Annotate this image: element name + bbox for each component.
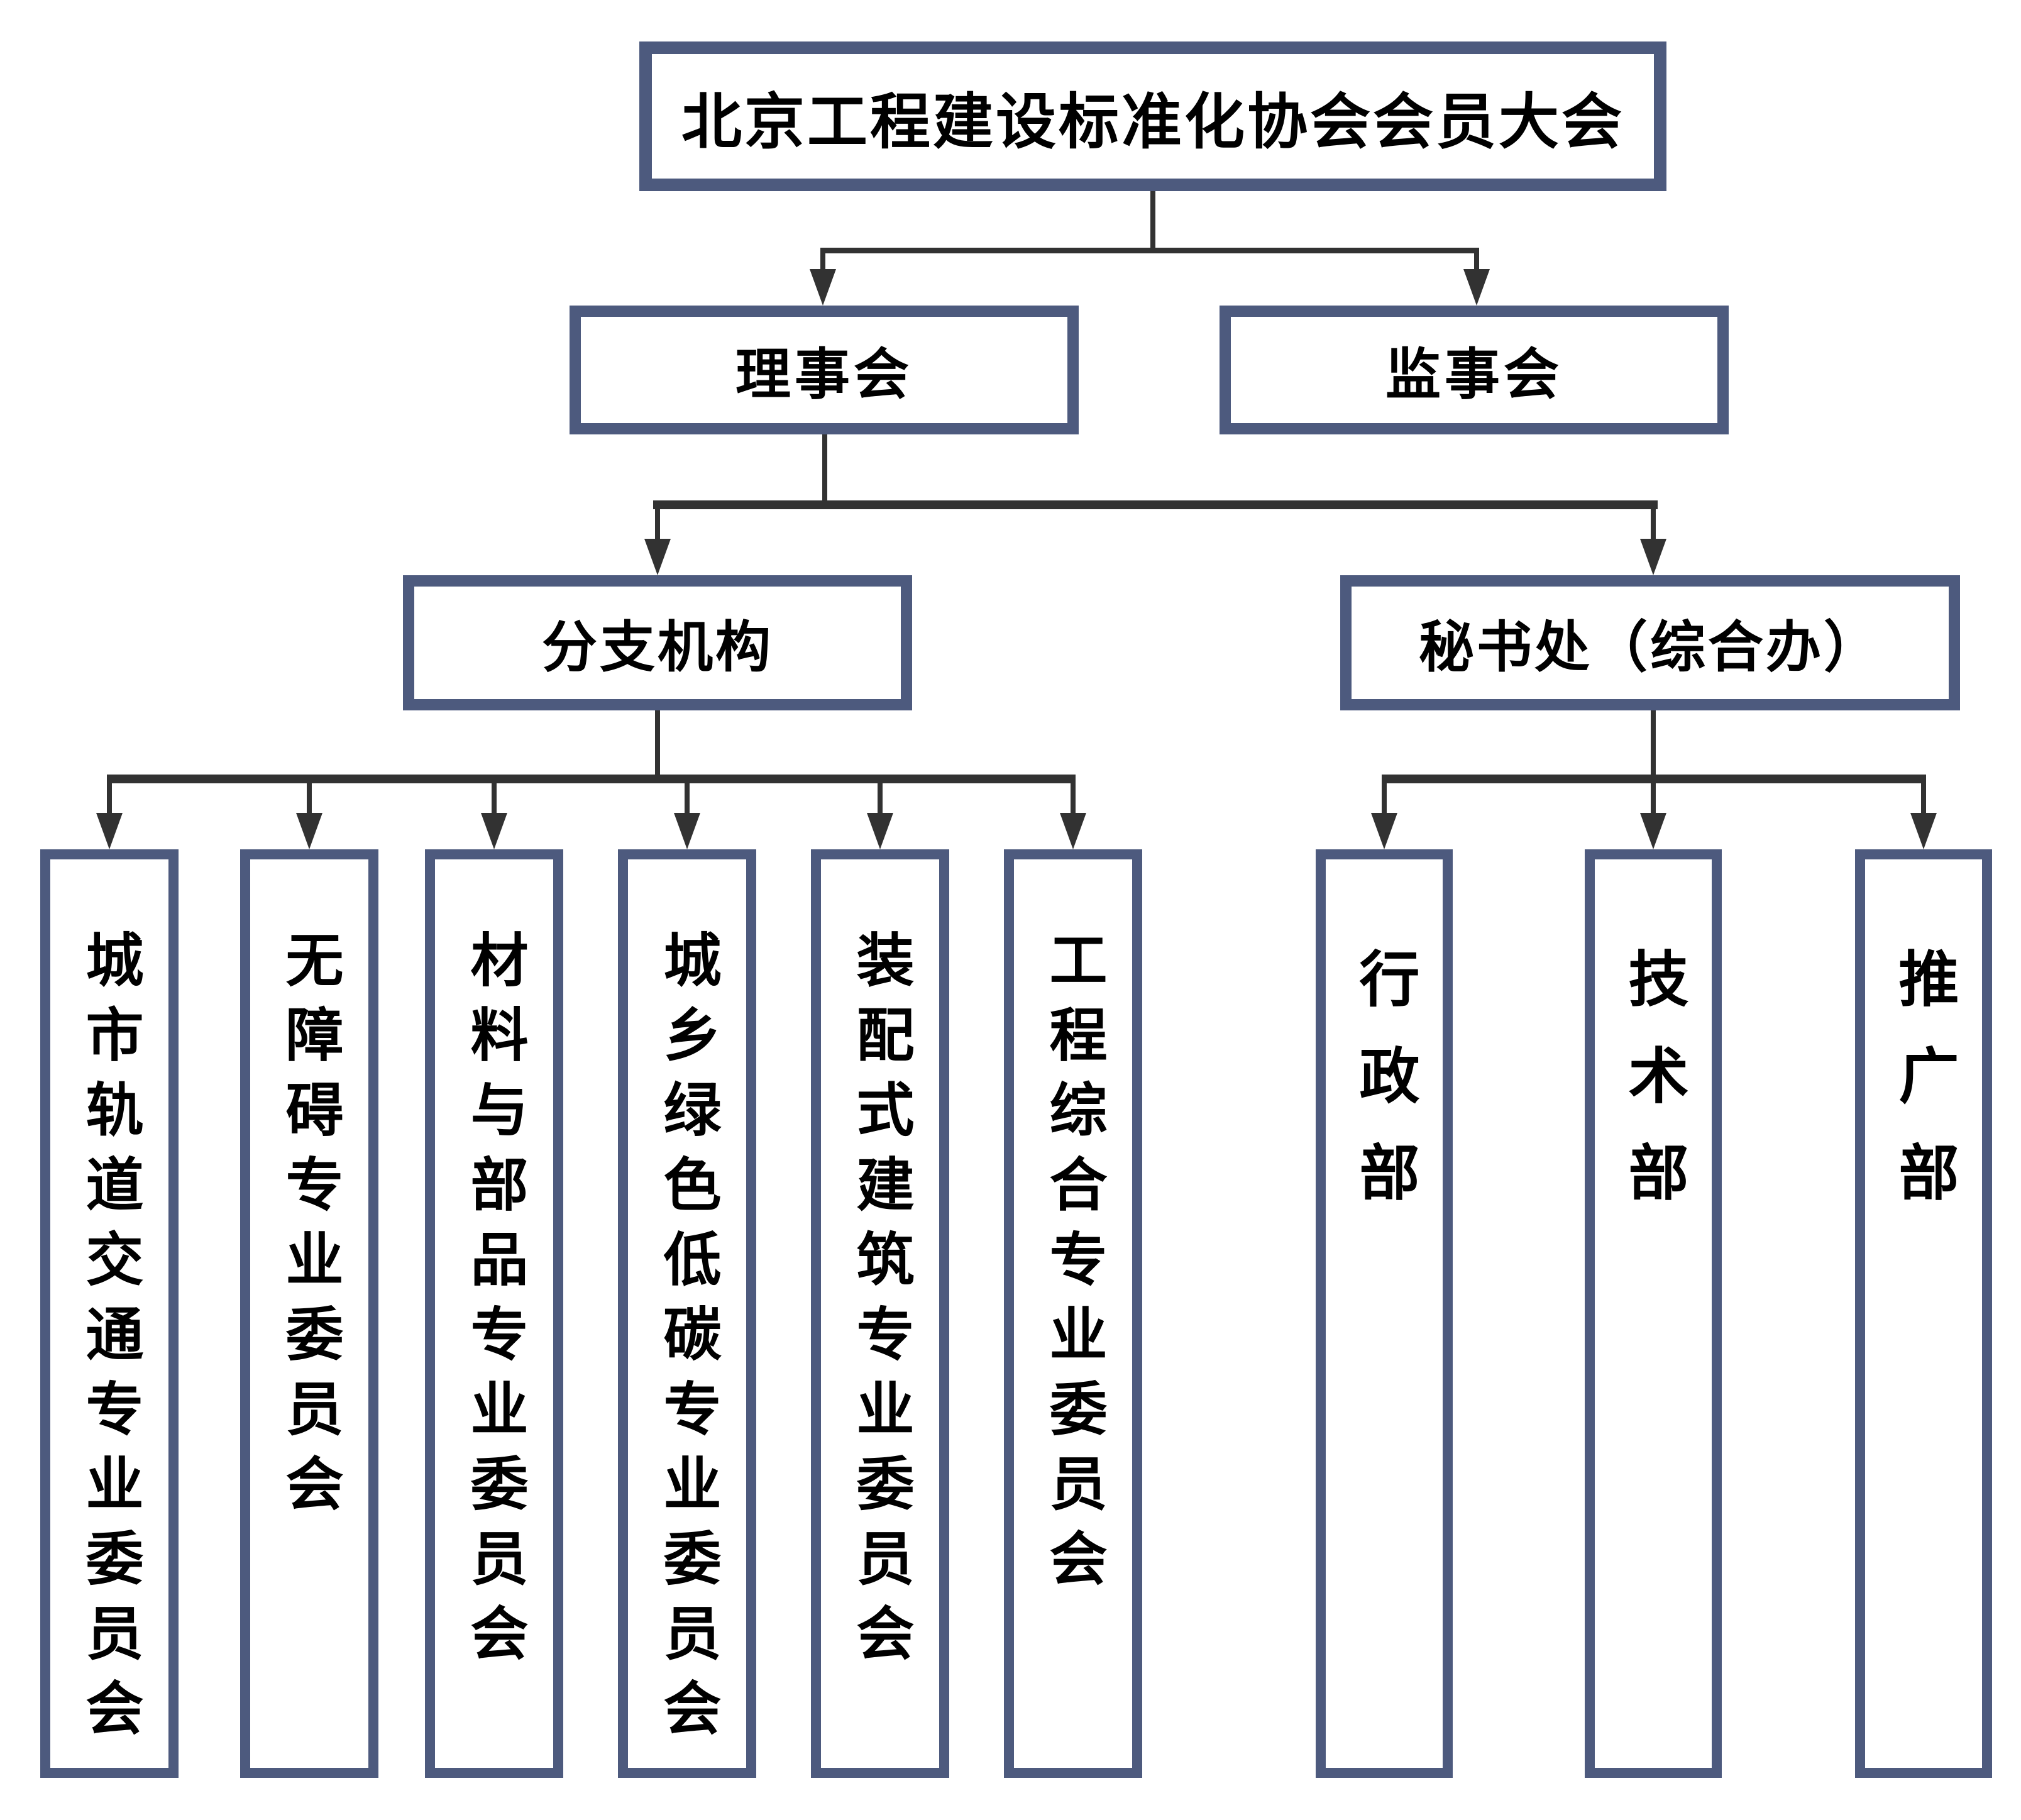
connector-committee-drop [878, 783, 883, 815]
node-secretariat: 秘书处（综合办） [1340, 575, 1960, 710]
arrowhead-down-icon [481, 813, 507, 849]
node-supervisory-board: 监事会 [1220, 306, 1729, 434]
connector-council-riser [822, 434, 827, 500]
node-committee-green-lowcarbon: 城乡绿色低碳专业委员会 [618, 849, 756, 1778]
node-label: 技术部 [1618, 947, 1688, 1238]
connector-assembly-riser [1150, 191, 1155, 249]
arrowhead-down-icon [1640, 813, 1666, 849]
arrowhead-down-icon [1060, 813, 1086, 849]
arrowhead-down-icon [1910, 813, 1937, 849]
arrowhead-down-icon [96, 813, 123, 849]
node-label: 无障碍专业委员会 [276, 930, 343, 1528]
node-label: 材料与部品专业委员会 [461, 930, 528, 1678]
connector-department-drop [1651, 783, 1656, 815]
arrowhead-down-icon [1463, 269, 1490, 306]
node-label: 分支机构 [541, 615, 773, 680]
node-label: 城市轨道交通专业委员会 [76, 930, 143, 1753]
node-label: 工程综合专业委员会 [1040, 930, 1107, 1603]
connector-level2-hline [653, 500, 1658, 509]
node-label: 理事会 [735, 342, 913, 407]
connector-committee-drop [1071, 783, 1076, 815]
node-label: 行政部 [1349, 947, 1419, 1238]
connector-secretariat-riser [1651, 710, 1656, 775]
connector-department-drop [1382, 783, 1387, 815]
arrowhead-down-icon [867, 813, 893, 849]
node-committee-prefab-building: 装配式建筑专业委员会 [811, 849, 949, 1778]
node-label: 装配式建筑专业委员会 [847, 930, 914, 1678]
node-member-assembly: 北京工程建设标准化协会会员大会 [639, 41, 1666, 191]
node-dept-admin: 行政部 [1316, 849, 1453, 1778]
connector-committee-drop [307, 783, 312, 815]
connector-level1-hline [820, 248, 1479, 253]
node-council: 理事会 [570, 306, 1079, 434]
arrowhead-down-icon [1640, 539, 1666, 575]
connector-supervisory-drop [1474, 248, 1479, 272]
connector-committee-drop [492, 783, 497, 815]
node-label: 推广部 [1888, 947, 1959, 1238]
arrowhead-down-icon [644, 539, 671, 575]
connector-secretariat-drop [1651, 509, 1656, 541]
node-label: 城乡绿色低碳专业委员会 [654, 930, 721, 1753]
connector-department-drop [1921, 783, 1926, 815]
arrowhead-down-icon [810, 269, 836, 306]
node-committee-urban-rail: 城市轨道交通专业委员会 [40, 849, 179, 1778]
connector-committee-drop [107, 783, 112, 815]
connector-committee-drop [685, 783, 690, 815]
node-branches: 分支机构 [403, 575, 912, 710]
connector-council-drop [820, 248, 825, 272]
arrowhead-down-icon [296, 813, 322, 849]
node-label: 秘书处（综合办） [1418, 615, 1881, 680]
arrowhead-down-icon [1371, 813, 1397, 849]
connector-branches-riser [655, 710, 660, 775]
connector-branches-drop [655, 509, 660, 541]
node-committee-engineering: 工程综合专业委员会 [1004, 849, 1142, 1778]
arrowhead-down-icon [674, 813, 700, 849]
node-label: 监事会 [1385, 342, 1563, 407]
node-label: 北京工程建设标准化协会会员大会 [681, 86, 1624, 157]
node-dept-technology: 技术部 [1585, 849, 1722, 1778]
node-dept-promotion: 推广部 [1855, 849, 1992, 1778]
node-committee-accessibility: 无障碍专业委员会 [240, 849, 378, 1778]
connector-departments-bus [1382, 775, 1926, 783]
node-committee-materials: 材料与部品专业委员会 [425, 849, 563, 1778]
connector-committees-bus [107, 775, 1076, 783]
